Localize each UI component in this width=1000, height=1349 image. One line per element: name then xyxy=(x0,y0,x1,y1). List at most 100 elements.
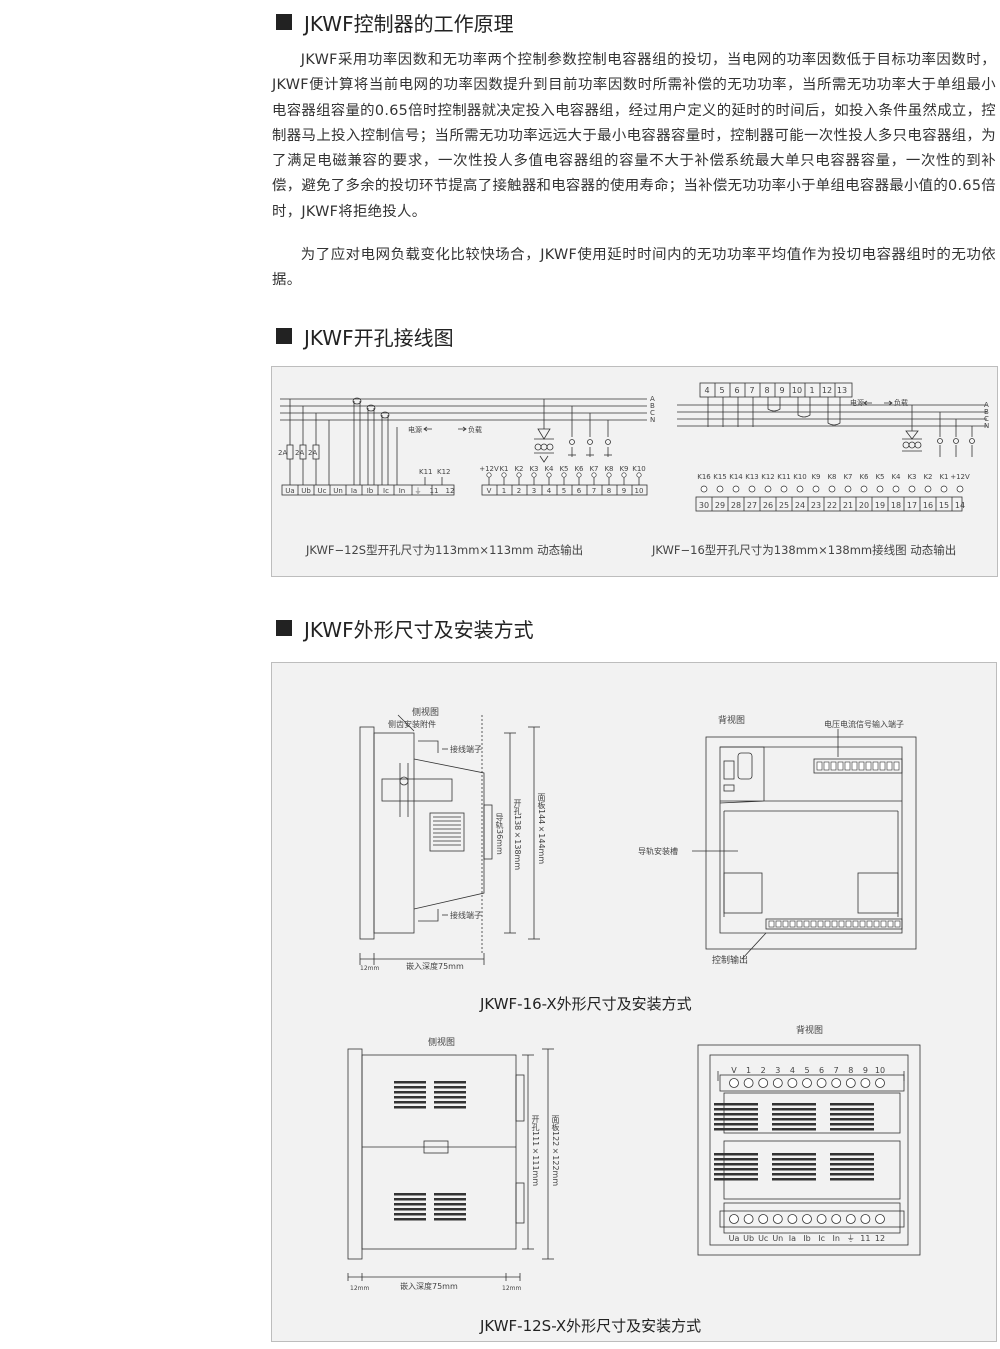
phase-label: A xyxy=(984,401,989,409)
k-label: K11 xyxy=(419,468,433,476)
vent-slot xyxy=(714,1178,758,1181)
top-terminal-label: 10 xyxy=(792,386,802,395)
terminal-screw xyxy=(816,1078,827,1088)
output-terminal-label: 6 xyxy=(577,487,582,495)
terminal-screw xyxy=(830,761,837,771)
vent-slot xyxy=(714,1163,758,1166)
vent-slot xyxy=(714,1153,758,1156)
k-label: K6 xyxy=(859,473,869,481)
principle-paragraph-2: 为了应对电网负载变化比较快场合，JKWF使用延时时间内的无功功率平均值作为投切电… xyxy=(272,247,996,289)
top-terminal-label: 2 xyxy=(761,1066,766,1075)
back-view-label: 背视图 xyxy=(718,716,746,726)
terminal-screw xyxy=(802,1078,812,1088)
depth-label: 嵌入深度75mm xyxy=(406,962,464,971)
terminal-screw xyxy=(796,920,803,928)
bottom-terminal-label: 26 xyxy=(763,501,773,510)
output-terminal-label: 2 xyxy=(517,487,521,495)
k-label: K1 xyxy=(939,473,948,481)
vent-slot xyxy=(394,1101,426,1104)
top-terminal-label: 9 xyxy=(863,1066,868,1075)
terminal-screw xyxy=(872,761,879,771)
vent-slot xyxy=(714,1158,758,1161)
terminal-screw xyxy=(787,1078,798,1088)
bottom-terminal-label: 25 xyxy=(779,501,789,510)
k-label: K4 xyxy=(891,473,901,481)
vent-slot xyxy=(772,1118,816,1121)
wiring-caption-left: JKWF−12S型开孔尺寸为113mm×113mm 动态输出 xyxy=(306,543,584,557)
vent-slot xyxy=(772,1163,816,1166)
top-terminal-label: 10 xyxy=(875,1066,885,1075)
load-label: 负载 xyxy=(468,425,482,434)
k-label: K5 xyxy=(875,473,884,481)
section-title-text: JKWF开孔接线图 xyxy=(304,325,454,350)
terminal-screw xyxy=(775,920,782,928)
bottom-terminal-label: Ua xyxy=(729,1234,740,1243)
vent-slot xyxy=(830,1173,874,1176)
input-terminal-label: 12 xyxy=(446,487,455,495)
terminal-screw xyxy=(860,1214,871,1224)
bottom-terminal-label: Uc xyxy=(758,1234,768,1243)
terminal-screw xyxy=(831,920,838,928)
vent-slot xyxy=(394,1203,426,1206)
vent-slot xyxy=(772,1108,816,1111)
vent-slot xyxy=(394,1096,426,1099)
section-title-dimensions: JKWF外形尺寸及安装方式 xyxy=(276,614,534,642)
top-terminal-label: 13 xyxy=(837,386,847,395)
vent-slot xyxy=(434,1106,466,1109)
bottom-terminal-label: 15 xyxy=(939,501,949,510)
terminal-screw xyxy=(845,920,852,928)
top-terminal-label: 7 xyxy=(749,386,754,395)
depth-label: 嵌入深度75mm xyxy=(400,1282,458,1291)
top-terminal-label: 4 xyxy=(704,386,709,395)
vent-slot xyxy=(830,1158,874,1161)
section-title-text: JKWF外形尺寸及安装方式 xyxy=(304,617,534,642)
input-terminal-label: Ib xyxy=(367,487,374,495)
terminal-screw xyxy=(894,920,901,928)
input-terminal-label: Uc xyxy=(318,487,327,495)
bottom-terminal-label: ⏚ xyxy=(847,1234,855,1243)
vent-slot xyxy=(394,1091,426,1094)
vent-slot xyxy=(772,1123,816,1126)
vent-slot xyxy=(714,1118,758,1121)
bottom-terminal-label: 14 xyxy=(955,501,965,510)
output-k-label: K1 xyxy=(499,465,508,473)
output-terminal-label: 8 xyxy=(607,487,611,495)
terminal-screw xyxy=(845,1078,856,1088)
top-terminal-label: 1 xyxy=(809,386,814,395)
terminal-screw xyxy=(817,920,824,928)
vent-slot xyxy=(394,1208,426,1211)
square-bullet-icon xyxy=(276,620,292,636)
phase-label: C xyxy=(650,409,655,417)
vent-slot xyxy=(830,1178,874,1181)
bottom-terminal-label: 20 xyxy=(859,501,869,510)
vent-slot xyxy=(772,1103,816,1106)
input-terminal-label: Ic xyxy=(383,487,389,495)
top-terminal-label: 8 xyxy=(764,386,769,395)
terminal-screw xyxy=(837,761,844,771)
control-output-label: 控制输出 xyxy=(712,956,749,966)
output-terminal-label: 5 xyxy=(562,487,566,495)
terminal-screw xyxy=(865,761,872,771)
fuse-label: 2A xyxy=(295,449,304,457)
terminal-screw xyxy=(880,920,887,928)
phase-label: N xyxy=(650,416,655,424)
terminal-screw xyxy=(816,761,823,771)
model12-caption: JKWF-12S-X外形尺寸及安装方式 xyxy=(480,1317,702,1335)
load-label: 负载 xyxy=(894,398,908,407)
principle-paragraph-1: JKWF采用功率因数和无功率两个控制参数控制电容器组的投切，当电网的功率因数低于… xyxy=(272,52,996,220)
output-k-label: K6 xyxy=(574,465,584,473)
bottom-terminal-label: 29 xyxy=(715,501,725,510)
top-terminal-label: 5 xyxy=(804,1066,809,1075)
terminal-screw xyxy=(772,1078,783,1088)
square-bullet-icon xyxy=(276,328,292,344)
bottom-terminal-label: 23 xyxy=(811,501,821,510)
top-terminal-label: 5 xyxy=(719,386,724,395)
terminal-screw xyxy=(893,761,900,771)
output-k-label: K4 xyxy=(544,465,554,473)
terminal-screw xyxy=(789,920,796,928)
section-title-wiring: JKWF开孔接线图 xyxy=(276,322,454,350)
bottom-terminal-label: 11 xyxy=(860,1234,870,1243)
section-title-principle: JKWF控制器的工作原理 xyxy=(276,8,514,36)
terminal-screw xyxy=(838,920,845,928)
